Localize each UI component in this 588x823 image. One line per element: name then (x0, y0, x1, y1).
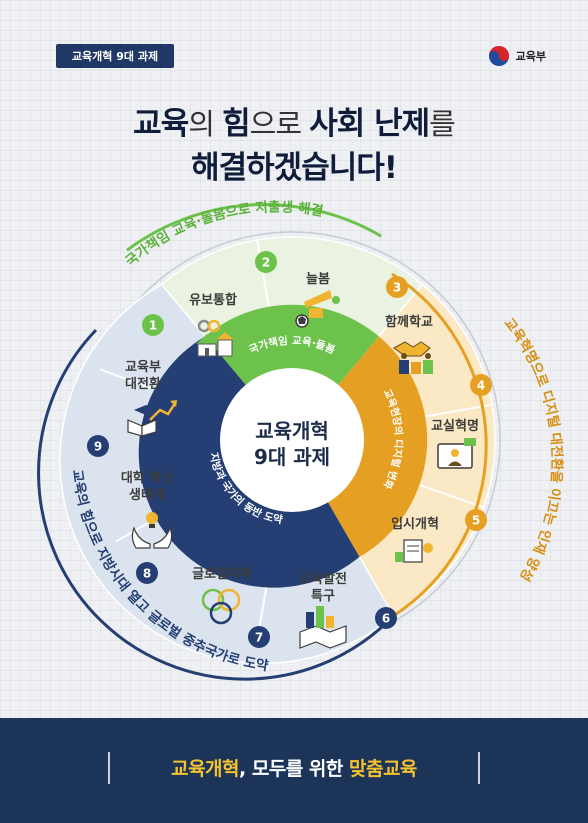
footer-mid: , 모두를 위한 (239, 758, 349, 780)
item-9[interactable]: 9 교육부 대전환 (87, 359, 178, 457)
title-word-power: 힘 (222, 106, 251, 142)
item-5[interactable]: 5 입시개혁 (391, 509, 487, 563)
footer-banner: 교육개혁, 모두를 위한 맞춤교육 (0, 718, 588, 823)
graduation-growth-icon (127, 400, 178, 437)
city-map-icon (299, 606, 347, 649)
handshake-icon (393, 341, 433, 374)
center-circle (220, 368, 364, 512)
footer-word-custom-education: 맞춤교육 (348, 758, 417, 780)
item-3-label: 함께학교 (385, 314, 433, 330)
item-6[interactable]: 6 교육발전 특구 (299, 571, 397, 649)
item-7[interactable]: 7 글로컬대학 (192, 566, 270, 648)
outer-arc-text-orange: 교육혁명으로 디지털 대전환을 이끄는 인재 양성 (501, 315, 566, 583)
item-4-label: 교실혁명 (431, 418, 479, 434)
item-7-label: 글로컬대학 (192, 566, 252, 582)
outer-arc-orange-line (391, 272, 488, 618)
title-particle-1: 의 (188, 107, 223, 141)
item-8-label-line-1: 대학 혁신 (121, 470, 173, 486)
idea-hands-icon (131, 512, 173, 549)
footer-slogan: 교육개혁, 모두를 위한 맞춤교육 (0, 754, 588, 781)
title-word-social-problem: 사회 난제 (309, 106, 430, 142)
category-tag-label: 교육개혁 9대 과제 (71, 50, 159, 63)
outer-arc-green-line (126, 202, 382, 252)
item-9-label-line-2: 대전환 (125, 376, 161, 392)
exam-reform-icon (395, 539, 433, 563)
kindergarten-icon (196, 319, 234, 357)
item-3[interactable]: 3 함께학교 (385, 276, 433, 374)
item-6-label-line-1: 교육발전 (299, 571, 347, 587)
outer-arc-blue-line (37, 328, 395, 681)
inner-ring (138, 304, 428, 588)
item-5-label: 입시개혁 (391, 516, 439, 532)
ministry-logo: 교육부 (488, 44, 546, 68)
item-3-number: 3 (393, 281, 401, 295)
item-1-label: 유보통합 (189, 292, 237, 308)
ministry-name: 교육부 (515, 50, 546, 63)
title-particle-3: 를 (429, 107, 456, 141)
title-line-2: 해결하겠습니다! (191, 150, 398, 186)
item-5-number: 5 (472, 514, 480, 528)
item-2-number: 2 (262, 256, 270, 270)
item-9-label-line-1: 교육부 (125, 359, 161, 375)
digital-classroom-icon (437, 438, 476, 469)
item-7-number: 7 (255, 631, 263, 645)
center-title-line-1: 교육개혁 (255, 419, 329, 443)
title-particle-2: 으로 (249, 107, 310, 141)
item-2-label: 늘봄 (306, 272, 330, 287)
title-word-education: 교육 (133, 106, 189, 142)
item-4[interactable]: 4 교실혁명 (431, 374, 492, 469)
item-1-number: 1 (149, 319, 157, 333)
item-8-number: 8 (143, 567, 151, 581)
footer-left-bar (108, 752, 110, 784)
footer-right-bar (478, 752, 480, 784)
venn-globe-icon (201, 588, 241, 625)
title-line-1: 교육의 힘으로 사회 난제를 (0, 102, 588, 146)
item-9-number: 9 (94, 440, 102, 454)
item-1[interactable]: 1 유보통합 (142, 292, 237, 357)
after-school-icon (295, 290, 341, 330)
page-title: 교육의 힘으로 사회 난제를 해결하겠습니다! (0, 102, 588, 190)
center-title-line-2: 9대 과제 (254, 445, 330, 469)
category-tag: 교육개혁 9대 과제 (56, 44, 174, 68)
item-6-number: 6 (382, 612, 390, 626)
item-8[interactable]: 8 대학 혁신 생태계 (121, 470, 173, 584)
reform-diagram: 국가책임 교육·돌봄 교육현장의 디지털 변화 지방과 국가의 동반 도약 교육… (37, 198, 566, 681)
item-8-label-line-2: 생태계 (129, 488, 165, 503)
item-6-label-line-2: 특구 (311, 589, 335, 604)
item-2[interactable]: 2 늘봄 (255, 251, 341, 330)
footer-word-education-reform: 교육개혁 (171, 758, 240, 780)
item-4-number: 4 (477, 379, 485, 393)
taegeuk-emblem-icon (488, 46, 509, 66)
